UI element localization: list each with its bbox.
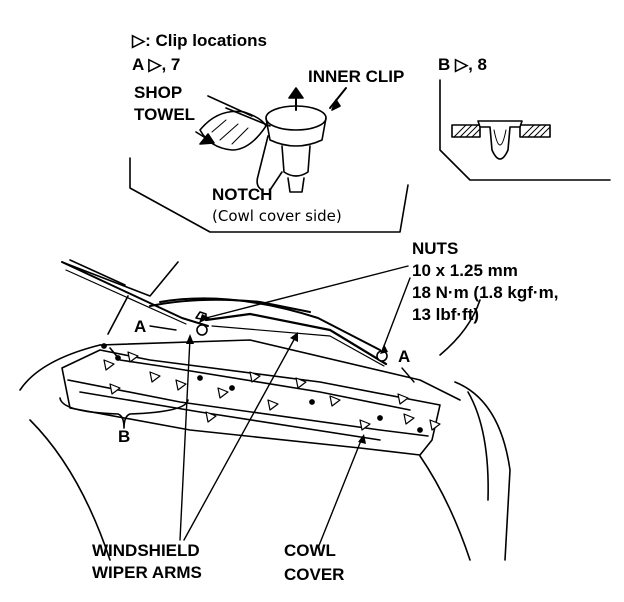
marker-a-right: A: [398, 347, 411, 366]
wiper-arms: [61, 261, 388, 367]
clip-a-detail: [195, 87, 347, 193]
notch-label: NOTCH: [212, 185, 273, 204]
nuts-torque-line1: 18 N·m (1.8 kgf·m,: [412, 283, 559, 302]
wiper-arms-label-line1: WINDSHIELD: [92, 541, 200, 560]
nuts-torque-line2: 13 lbf·ft): [412, 305, 480, 324]
marker-b: B: [118, 427, 131, 446]
vehicle-body: [19, 259, 511, 561]
clip-b-detail: [451, 120, 551, 160]
cowl-cover: [61, 343, 441, 456]
leader-lines: [149, 265, 415, 549]
bracket-b: [59, 397, 189, 429]
cowl-cover-label-line2: COVER: [284, 565, 345, 584]
cowl-cover-label-line1: COWL: [284, 541, 336, 560]
leader-arrowheads: [186, 314, 388, 444]
marker-a-left: A: [134, 317, 147, 336]
shop-towel-label-line1: SHOP: [134, 83, 183, 102]
wiper-arms-label-line2: WIPER ARMS: [92, 563, 202, 582]
clip-locations-legend: ▷: Clip locations: [132, 31, 267, 50]
nuts-title: NUTS: [412, 239, 459, 258]
nuts-size: 10 x 1.25 mm: [412, 261, 518, 280]
shop-towel-label-line2: TOWEL: [134, 105, 196, 124]
clip-a-count: A ▷, 7: [132, 55, 181, 74]
inset-frame-a: [129, 157, 409, 233]
notch-note: (Cowl cover side): [212, 207, 342, 225]
clip-b-count: B ▷, 8: [438, 55, 487, 74]
inset-frame-b: [439, 79, 611, 181]
inner-clip-label: INNER CLIP: [308, 67, 405, 86]
